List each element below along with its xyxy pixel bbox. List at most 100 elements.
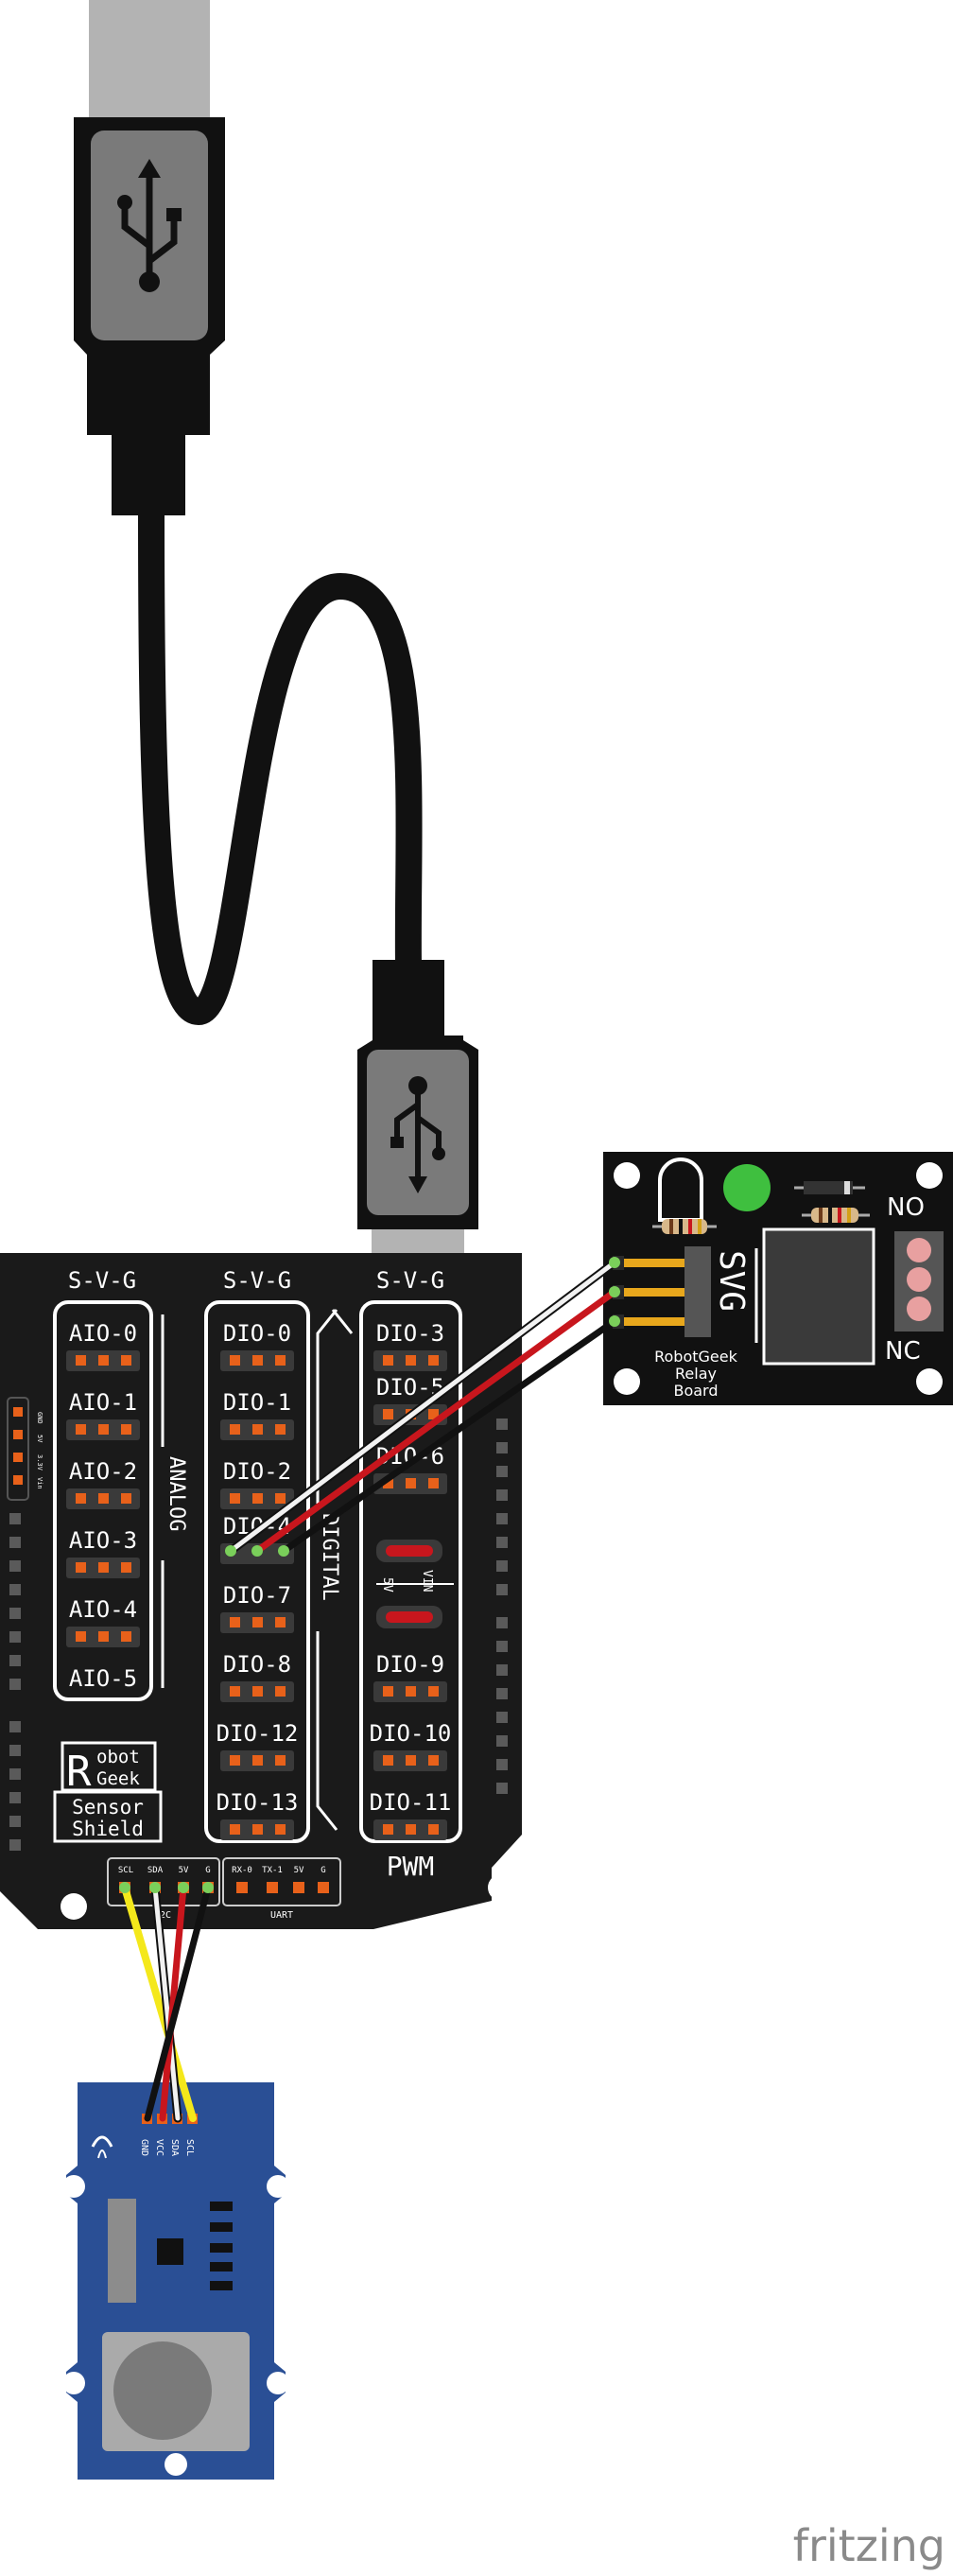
col-header-digital-right: S-V-G [376,1267,444,1294]
digital-left-column-frame [204,1300,310,1843]
power-pin-gnd: GND [36,1412,43,1424]
mounting-hole [61,1893,87,1920]
pin-label-aio-3: AIO-3 [69,1527,137,1554]
relay-title-line3: Board [673,1382,718,1400]
usb-cable [74,0,478,1256]
module-pin-sda: SDA [169,2139,180,2156]
usb-symbol-icon [117,159,182,292]
sensor-shield: GND 5V 3.3V Vin S-V-G S-V-G S-V-G ANALOG… [0,1253,522,1929]
pin-label-aio-4: AIO-4 [69,1596,137,1623]
resistor [802,1208,870,1223]
voltage-jumper[interactable]: VIN 5V [376,1540,454,1628]
jumper-label-5v: 5V [380,1577,394,1593]
relay-title-line2: Relay [675,1365,717,1383]
pin-label-dio-12: DIO-12 [217,1720,299,1747]
relay-input-header [613,1246,711,1337]
right-edge-header [496,1419,508,1794]
mounting-hole [614,1162,640,1189]
side-label-analog: ANALOG [165,1456,188,1531]
analog-pins: AIO-0 AIO-1 AIO-2 AIO-3 AIO-4 AIO-5 [66,1320,140,1692]
logo-text-geek: Geek [96,1768,140,1789]
mounting-hole [165,2453,187,2476]
relay-title-line1: RobotGeek [654,1348,737,1366]
diode [794,1181,865,1194]
microphone [113,2341,212,2440]
relay-label-no: NO [887,1193,925,1222]
logo-text-sensor: Sensor [72,1796,144,1819]
i2c-pin-g: G [205,1866,210,1875]
relay-wires [225,1257,620,1557]
uart-pin-rx0: RX-0 [232,1866,252,1875]
sensor-wires [119,1882,214,2123]
digital-left-pins: DIO-0 DIO-1 DIO-2 DIO-4 DIO-7 DIO-8 DIO-… [217,1320,299,1840]
pin-label-aio-2: AIO-2 [69,1458,137,1485]
pin-label-dio-7: DIO-7 [223,1582,291,1609]
logo-text-shield: Shield [72,1818,144,1840]
pin-label-dio-9: DIO-9 [376,1651,444,1678]
power-pin-3v3: 3.3V [36,1454,43,1471]
grove-logo-icon [91,2135,113,2148]
wire-yellow-scl [121,1884,197,2122]
mounting-hole [267,2175,289,2198]
pin-label-dio-3: DIO-3 [376,1320,444,1347]
jumper-label-vin: VIN [420,1570,434,1592]
sound-sensor-module: GND VCC SDA SCL [62,2082,289,2480]
pin-label-dio-11: DIO-11 [370,1789,452,1816]
logo-text-obot: obot [96,1747,140,1767]
power-header: GND 5V 3.3V Vin [7,1397,43,1501]
footer-brand: fritzing [793,2520,945,2571]
relay-terminal-block [894,1231,944,1332]
usb-symbol-icon [390,1076,445,1193]
usb-plug-top-metal [89,0,210,121]
pin-label-dio-2: DIO-2 [223,1458,291,1485]
wire-red-power [253,1288,618,1555]
status-led [723,1164,771,1211]
pin-label-dio-0: DIO-0 [223,1320,291,1347]
power-pin-5v: 5V [36,1435,43,1443]
pin-label-aio-0: AIO-0 [69,1320,137,1347]
relay-coil-body [762,1227,875,1366]
mounting-hole [62,2372,85,2394]
i2c-pin-scl: SCL [118,1866,133,1875]
uart-pin-5v: 5V [294,1866,304,1875]
logo-r: R [66,1748,92,1796]
col-header-analog: S-V-G [68,1267,136,1294]
module-pin-scl: SCL [184,2139,195,2156]
relay-board: NO SVG NC RobotGeek Relay Board [603,1152,953,1405]
relay-label-nc: NC [885,1337,921,1366]
i2c-title: I2C [154,1910,171,1921]
pin-label-aio-1: AIO-1 [69,1389,137,1416]
module-chip [157,2238,183,2265]
i2c-pin-5v: 5V [179,1866,189,1875]
uart-pin-tx1: TX-1 [262,1866,283,1875]
mounting-hole [614,1368,640,1395]
relay-label-svg: SVG [712,1250,751,1312]
mounting-hole [267,2372,289,2394]
pin-label-dio-1: DIO-1 [223,1389,291,1416]
mounting-hole [916,1162,943,1189]
digital-right-column-frame [359,1300,462,1843]
wire-red-vcc [159,1884,187,2122]
mounting-hole [62,2175,85,2198]
col-header-digital-left: S-V-G [223,1267,291,1294]
pin-label-dio-13: DIO-13 [217,1789,299,1816]
analog-column-frame [53,1300,153,1701]
module-trimpot [108,2199,136,2303]
module-pin-vcc: VCC [154,2139,165,2156]
transistor [658,1157,703,1222]
pin-label-dio-10: DIO-10 [370,1720,452,1747]
module-smd-parts [210,2202,233,2290]
pwm-label: PWM [387,1851,435,1882]
power-pin-vin: Vin [36,1477,43,1489]
robotgeek-sensor-shield-logo: R obot Geek Sensor Shield [53,1741,163,1843]
mounting-hole [916,1368,943,1395]
pin-label-dio-8: DIO-8 [223,1651,291,1678]
usb-cable-wire [138,510,423,1026]
usb-plug-bottom-metal [372,1229,464,1256]
wire-black-gnd [144,1884,212,2122]
uart-header: RX-0 TX-1 5V G UART [222,1857,341,1921]
module-pin-gnd: GND [139,2139,149,2156]
i2c-pin-sda: SDA [147,1866,164,1875]
pin-label-aio-5: AIO-5 [69,1665,137,1692]
